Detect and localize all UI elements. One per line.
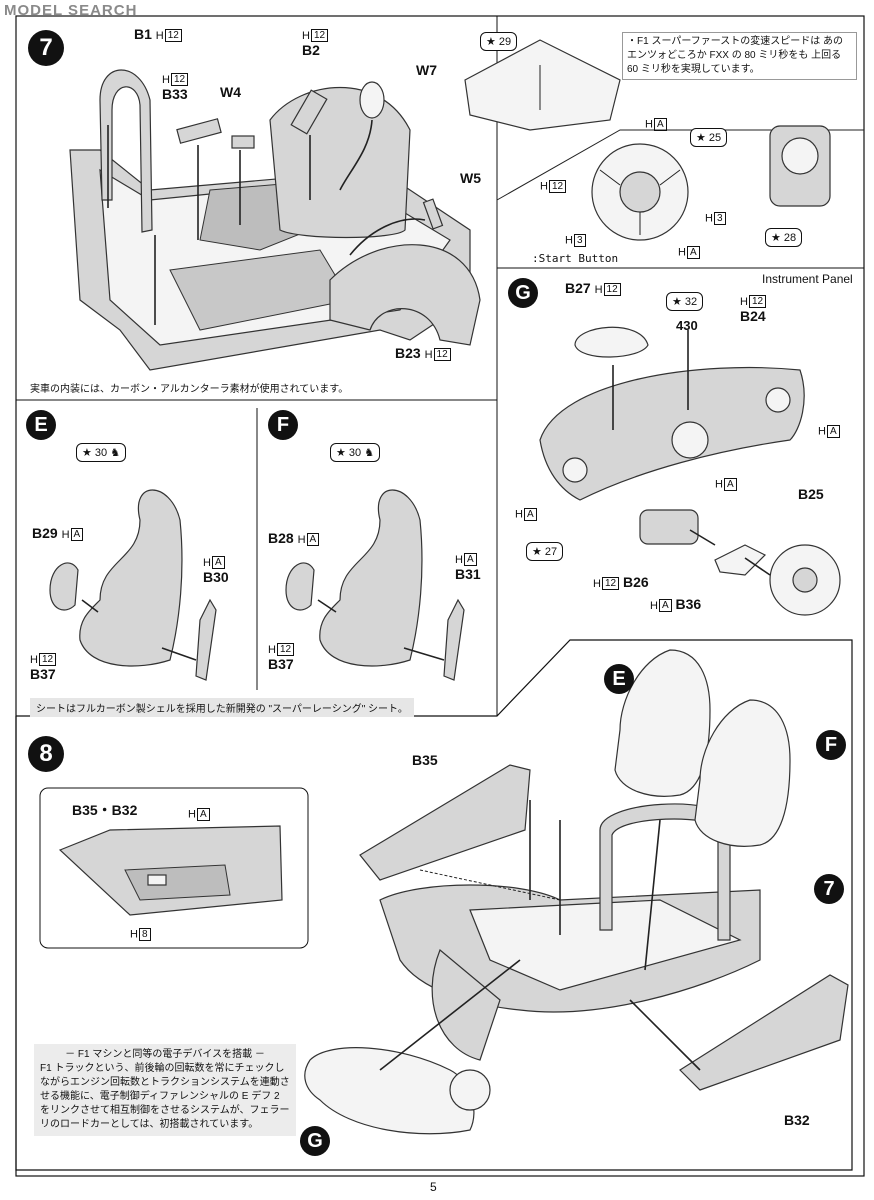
paint-32-box: ★ 32 [666,292,704,311]
seat-e-drawing [49,489,217,681]
step8-g-marker: G [300,1126,330,1156]
seat-f-drawing [285,489,465,681]
part-b25-label: B25 [798,486,824,502]
step8-drawing [39,649,849,1135]
part-b32-label: B32 [784,1112,810,1128]
part-b1-code: B1 [134,26,152,42]
paint-25-box: ★ 25 [690,128,728,147]
instrument-panel-title: Instrument Panel [762,272,853,286]
part-b33-runner: 12 [170,72,189,86]
step-f-letter: F [268,410,298,440]
part-b2-runner: 12 [310,28,329,42]
part-b2-code: B2 [302,42,320,58]
steering-detail-drawing [464,39,831,241]
instrument-panel-drawing [539,326,841,616]
part-b35-label: B35 [412,752,438,768]
part-b23-code: B23 [395,345,421,361]
step8-seven-marker: 7 [814,874,844,904]
step-e-letter: E [26,410,56,440]
paint-29-box: ★ 29 [480,32,518,51]
step7-number: 7 [28,30,64,66]
part-b33-code: B33 [162,86,188,102]
part-w5-label: W5 [460,170,481,186]
step8-note: － F1 マシンと同等の電子デバイスを搭載 － F1 トラックという、前後輪の回… [34,1044,296,1136]
part-w7-label: W7 [416,62,437,78]
seat-caption: シートはフルカーボン製シェルを採用した新開発の "スーパーレーシング" シート。 [30,698,414,717]
step-g-letter: G [508,278,538,308]
step7-drawing [69,69,481,371]
step8-note-title: － F1 マシンと同等の電子デバイスを搭載 － [65,1049,265,1060]
part-b23-runner: 12 [433,347,451,361]
part-w4-label: W4 [220,84,241,100]
seat-f-paint-box: ★ 30 ♞ [330,443,381,462]
step8-note-body: F1 トラックという、前後輪の回転数を常にチェックしながらエンジン回転数とトラク… [40,1063,290,1130]
paint-25-number: 25 [708,132,722,144]
step7-caption: 実車の内装には、カーボン・アルカンターラ素材が使用されています。 [30,384,349,395]
step8-detail-title: B35・B32 [72,802,138,818]
paint-27-box: ★ 27 [526,542,564,561]
start-button-label: :Start Button [532,252,619,265]
page-number: 5 [430,1180,437,1194]
paint-29-number: 29 [498,36,512,48]
step8-f-marker: F [816,730,846,760]
paint-28-box: ★ 28 [765,228,803,247]
badge-430: 430 [676,318,698,333]
seat-e-paint-box: ★ 30 ♞ [76,443,127,462]
watermark: MODEL SEARCH [4,2,138,19]
part-b1-runner: 12 [164,28,182,42]
paint-28-number: 28 [783,232,797,244]
step8-e-marker: E [604,664,634,694]
step8-number: 8 [28,736,64,772]
step7-note: ・F1 スーパーファーストの変速スピードは あのエンツォどころか FXX の 8… [622,32,857,80]
